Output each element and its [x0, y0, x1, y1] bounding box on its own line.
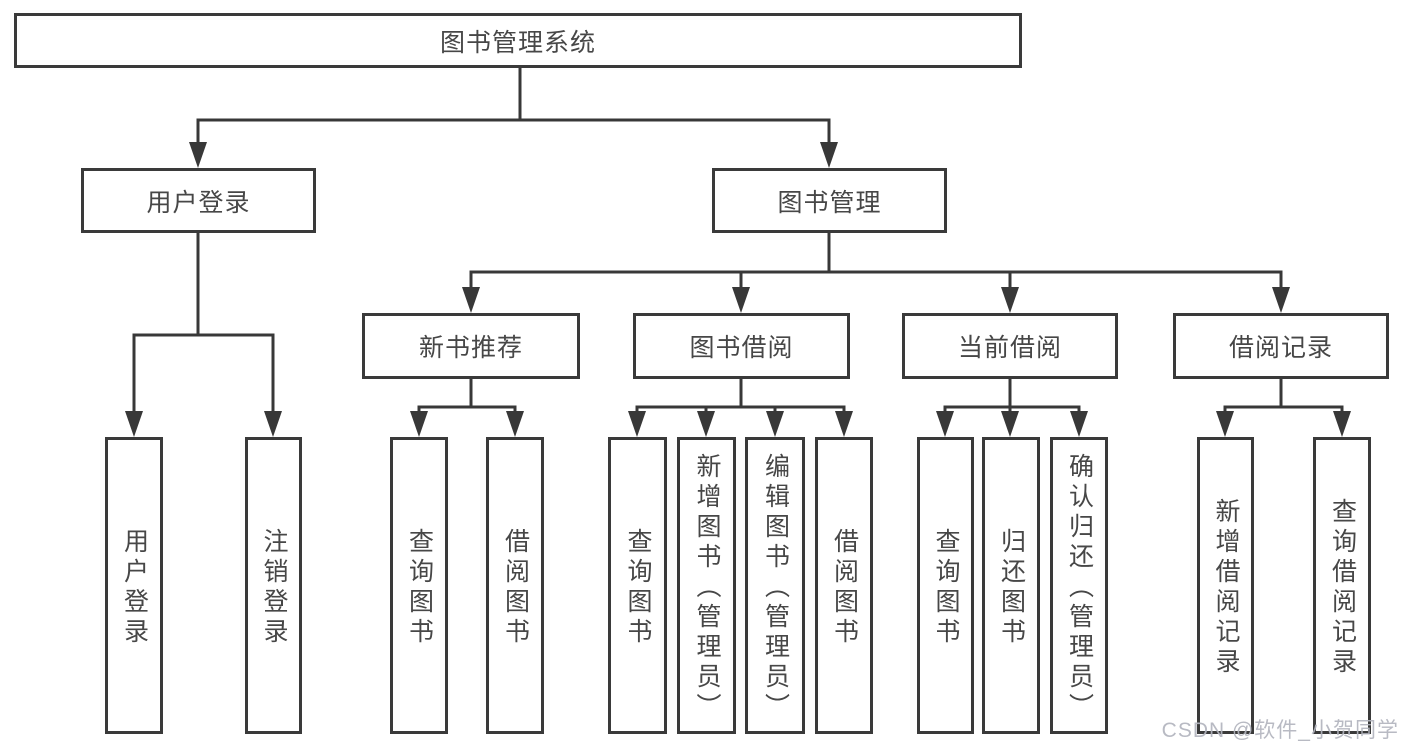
leaf-return-books: 归还图书 — [982, 437, 1040, 734]
arrowhead — [1001, 411, 1019, 437]
node-new-book-rec: 新书推荐 — [362, 313, 580, 379]
leaf-return-books-label: 归还图书 — [997, 528, 1026, 648]
connector-root-to-level2 — [196, 66, 831, 152]
arrowhead — [628, 411, 646, 437]
leaf-logout-label: 注销登录 — [260, 528, 288, 648]
arrowhead — [820, 142, 838, 168]
arrowhead — [835, 411, 853, 437]
leaf-borrow-books-label: 借阅图书 — [830, 528, 859, 648]
connector-userlogin-to-leaves — [132, 231, 275, 422]
connector-bookborrow-to-leaves — [635, 377, 846, 422]
arrowhead — [189, 142, 207, 168]
arrowhead — [732, 287, 750, 313]
arrowhead — [264, 411, 282, 437]
leaf-confirm-return-label: 确认归还（管理员） — [1065, 453, 1094, 723]
arrowhead — [1070, 411, 1088, 437]
leaf-borrow-books-rec-label: 借阅图书 — [501, 528, 530, 648]
node-root-label: 图书管理系统 — [439, 28, 596, 57]
leaf-query-books-borrow: 查询图书 — [608, 437, 667, 734]
node-borrow-records-label: 借阅记录 — [1228, 334, 1333, 362]
leaf-borrow-books-rec: 借阅图书 — [486, 437, 544, 734]
node-book-mgmt: 图书管理 — [712, 168, 947, 233]
leaf-query-borrow-record-label: 查询借阅记录 — [1328, 498, 1357, 678]
connector-borrowrecords-to-leaves — [1223, 377, 1344, 422]
node-current-borrow: 当前借阅 — [902, 313, 1118, 379]
leaf-query-books-current: 查询图书 — [917, 437, 974, 734]
node-user-login: 用户登录 — [81, 168, 316, 233]
csdn-watermark: CSDN @软件_小贺同学 — [1161, 719, 1399, 742]
node-borrow-records: 借阅记录 — [1173, 313, 1389, 379]
node-root: 图书管理系统 — [14, 13, 1022, 68]
leaf-logout: 注销登录 — [245, 437, 302, 734]
connector-bookmgmt-to-level3 — [469, 231, 1283, 298]
leaf-query-books-rec-label: 查询图书 — [405, 528, 434, 648]
leaf-borrow-books: 借阅图书 — [815, 437, 873, 734]
arrowhead — [1216, 411, 1234, 437]
leaf-user-login: 用户登录 — [105, 437, 163, 734]
leaf-add-books-label: 新增图书（管理员） — [693, 453, 721, 723]
arrowhead — [936, 411, 954, 437]
node-book-mgmt-label: 图书管理 — [777, 188, 882, 217]
connector-newbookrec-to-leaves — [417, 377, 517, 422]
leaf-query-books-rec: 查询图书 — [390, 437, 448, 734]
leaf-query-borrow-record: 查询借阅记录 — [1313, 437, 1371, 734]
node-user-login-label: 用户登录 — [146, 188, 251, 217]
arrowhead — [462, 287, 480, 313]
leaf-add-borrow-record-label: 新增借阅记录 — [1212, 498, 1240, 678]
arrowhead — [506, 411, 524, 437]
node-current-borrow-label: 当前借阅 — [957, 334, 1062, 362]
arrowhead — [410, 411, 428, 437]
arrowhead — [1333, 411, 1351, 437]
node-book-borrow: 图书借阅 — [633, 313, 850, 379]
leaf-query-books-current-label: 查询图书 — [932, 528, 960, 648]
arrowhead — [1272, 287, 1290, 313]
leaf-user-login-label: 用户登录 — [120, 528, 149, 648]
leaf-confirm-return: 确认归还（管理员） — [1050, 437, 1108, 734]
leaf-edit-books: 编辑图书（管理员） — [745, 437, 805, 734]
arrowhead — [1001, 287, 1019, 313]
leaf-add-borrow-record: 新增借阅记录 — [1197, 437, 1254, 734]
leaf-query-books-borrow-label: 查询图书 — [624, 528, 652, 648]
leaf-add-books: 新增图书（管理员） — [677, 437, 736, 734]
node-book-borrow-label: 图书借阅 — [689, 334, 794, 362]
leaf-edit-books-label: 编辑图书（管理员） — [761, 453, 790, 723]
arrowhead — [125, 411, 143, 437]
arrowhead — [766, 411, 784, 437]
arrowhead — [697, 411, 715, 437]
node-new-book-rec-label: 新书推荐 — [418, 334, 523, 362]
